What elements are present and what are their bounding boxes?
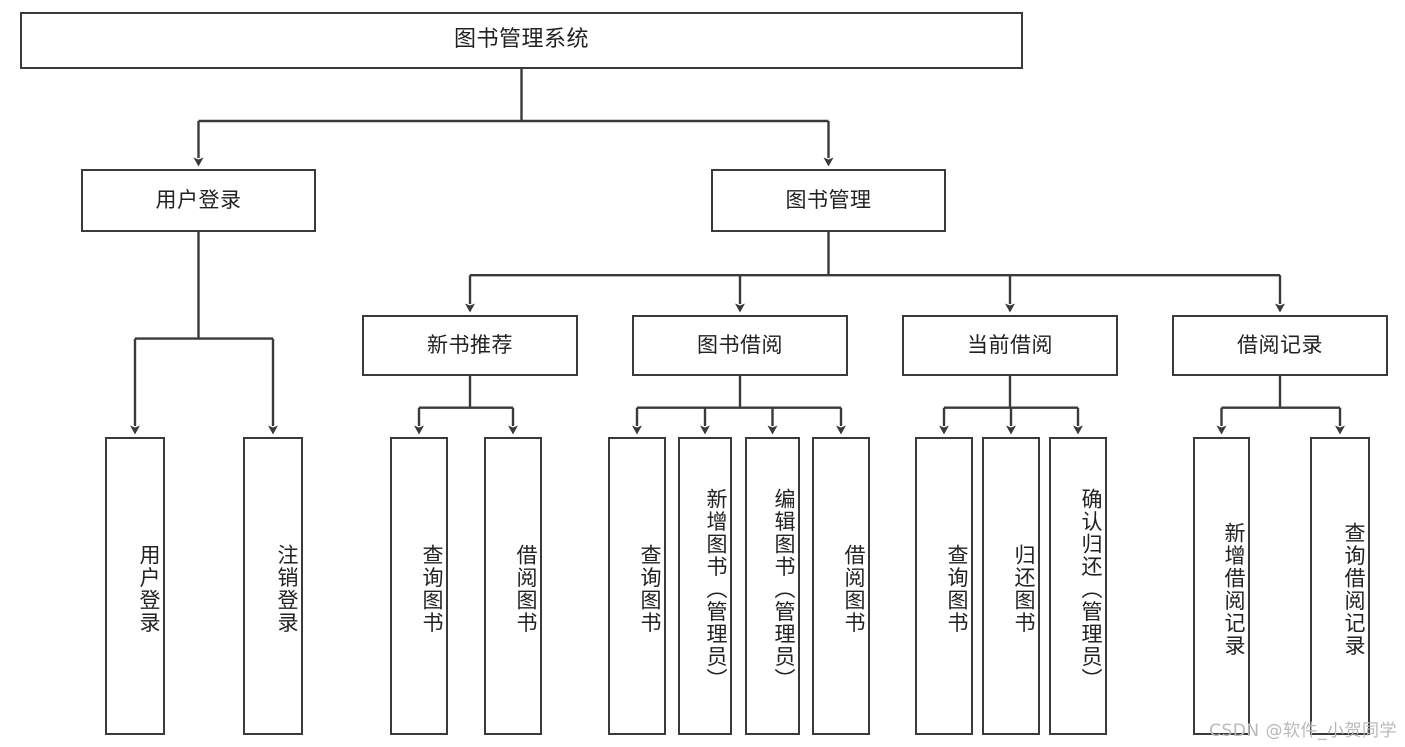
node-label: 新书推荐 <box>427 332 513 357</box>
node-leaf-confirm-return[interactable]: 确认归还（管理员） <box>1049 437 1107 735</box>
node-leaf-borrow-book-1[interactable]: 借阅图书 <box>484 437 542 735</box>
node-leaf-return-book[interactable]: 归还图书 <box>982 437 1040 735</box>
node-root[interactable]: 图书管理系统 <box>20 12 1023 69</box>
node-leaf-edit-book[interactable]: 编辑图书（管理员） <box>745 437 800 735</box>
node-label: 新增图书（管理员） <box>704 487 728 691</box>
node-label: 当前借阅 <box>967 332 1053 357</box>
node-book-manage[interactable]: 图书管理 <box>711 169 946 232</box>
node-label: 确认归还（管理员） <box>1079 487 1103 691</box>
node-label: 查询借阅记录 <box>1342 521 1366 657</box>
node-borrow-record[interactable]: 借阅记录 <box>1172 315 1388 376</box>
node-label: 借阅图书 <box>842 544 866 634</box>
watermark: CSDN @软件_小贺同学 <box>1209 721 1397 741</box>
node-label: 图书管理 <box>785 187 872 212</box>
node-label: 借阅记录 <box>1237 332 1323 357</box>
node-label: 查询图书 <box>420 544 444 634</box>
node-label: 用户登录 <box>155 187 242 212</box>
node-label: 查询图书 <box>945 544 969 634</box>
node-label: 图书借阅 <box>697 332 783 357</box>
node-leaf-query-book-1[interactable]: 查询图书 <box>390 437 448 735</box>
node-book-borrow[interactable]: 图书借阅 <box>632 315 848 376</box>
node-label: 编辑图书（管理员） <box>772 487 796 691</box>
node-leaf-query-borrow-record[interactable]: 查询借阅记录 <box>1310 437 1370 735</box>
node-leaf-add-borrow-record[interactable]: 新增借阅记录 <box>1193 437 1250 735</box>
node-label: 查询图书 <box>638 544 662 634</box>
node-label: 归还图书 <box>1012 544 1036 634</box>
node-leaf-user-login[interactable]: 用户登录 <box>105 437 165 735</box>
node-label: 图书管理系统 <box>453 27 589 53</box>
node-user-login[interactable]: 用户登录 <box>81 169 316 232</box>
node-label: 借阅图书 <box>514 544 538 634</box>
node-current-borrow[interactable]: 当前借阅 <box>902 315 1118 376</box>
node-label: 用户登录 <box>137 544 161 634</box>
node-leaf-borrow-book-2[interactable]: 借阅图书 <box>812 437 870 735</box>
node-leaf-add-book[interactable]: 新增图书（管理员） <box>678 437 732 735</box>
node-leaf-user-logout[interactable]: 注销登录 <box>243 437 303 735</box>
node-leaf-query-book-3[interactable]: 查询图书 <box>915 437 973 735</box>
node-leaf-query-book-2[interactable]: 查询图书 <box>608 437 666 735</box>
node-label: 注销登录 <box>275 544 299 634</box>
node-new-book-recommend[interactable]: 新书推荐 <box>362 315 578 376</box>
node-label: 新增借阅记录 <box>1222 521 1246 657</box>
